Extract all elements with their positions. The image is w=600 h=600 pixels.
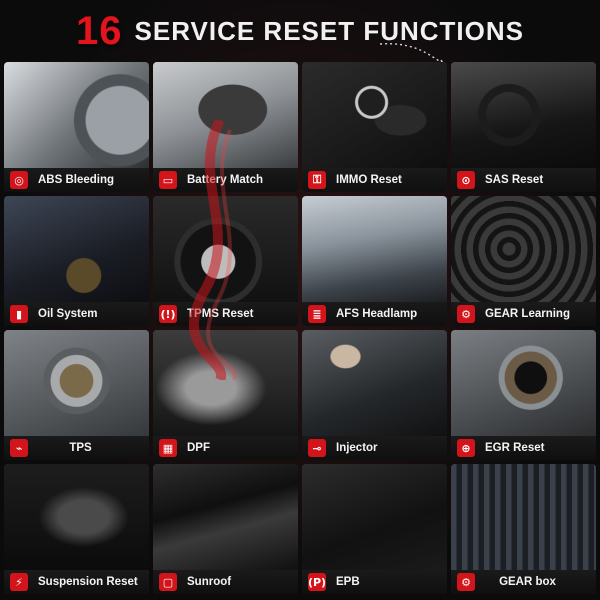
tile-label: Sunroof (187, 576, 232, 588)
tile-label-bar: (P) EPB (302, 570, 447, 594)
tile-suspension-reset[interactable]: ⚡ Suspension Reset (4, 464, 149, 594)
tile-epb[interactable]: (P) EPB (302, 464, 447, 594)
tile-label: GEAR Learning (485, 308, 570, 320)
tile-label-bar: ⌁ TPS (4, 436, 149, 460)
functions-grid: ◎ ABS Bleeding ▭ Battery Match ⚿ IMMO Re… (4, 62, 596, 596)
gears-image (451, 196, 596, 302)
tile-label-bar: ⊸ Injector (302, 436, 447, 460)
tire-image (153, 196, 298, 302)
tile-gear-box[interactable]: ⚙ GEAR box (451, 464, 596, 594)
oil-can-icon: ▮ (10, 305, 28, 323)
suspension-image (4, 464, 149, 570)
tile-label: IMMO Reset (336, 174, 402, 186)
tile-afs-headlamp[interactable]: ≣ AFS Headlamp (302, 196, 447, 326)
tile-label-bar: ◎ ABS Bleeding (4, 168, 149, 192)
tile-label: Suspension Reset (38, 576, 138, 588)
tile-label-bar: (!) TPMS Reset (153, 302, 298, 326)
sunroof-image (153, 464, 298, 570)
tile-label: TPS (69, 442, 92, 454)
tile-immo-reset[interactable]: ⚿ IMMO Reset (302, 62, 447, 192)
tile-label-bar: ▢ Sunroof (153, 570, 298, 594)
tile-label-bar: ⚙ GEAR Learning (451, 302, 596, 326)
throttle-body-image (4, 330, 149, 436)
tile-label: Battery Match (187, 174, 264, 186)
battery-icon: ▭ (159, 171, 177, 189)
gearbox-image (451, 464, 596, 570)
injector-icon: ⊸ (308, 439, 326, 457)
injector-image (302, 330, 447, 436)
tile-oil-system[interactable]: ▮ Oil System (4, 196, 149, 326)
headlamp-icon: ≣ (308, 305, 326, 323)
tile-battery-match[interactable]: ▭ Battery Match (153, 62, 298, 192)
tile-tps[interactable]: ⌁ TPS (4, 330, 149, 460)
parking-brake-icon: (P) (308, 573, 326, 591)
tile-label: TPMS Reset (187, 308, 254, 320)
tile-abs-bleeding[interactable]: ◎ ABS Bleeding (4, 62, 149, 192)
headlamp-image (302, 196, 447, 302)
tile-label: GEAR box (499, 576, 556, 588)
steering-wheel-icon: ⊙ (457, 171, 475, 189)
sunroof-icon: ▢ (159, 573, 177, 591)
throttle-icon: ⌁ (10, 439, 28, 457)
egr-icon: ⊕ (457, 439, 475, 457)
page-title: SERVICE RESET FUNCTIONS (134, 15, 524, 46)
car-key-image (302, 62, 447, 168)
abs-brake-image (4, 62, 149, 168)
tile-label-bar: ⚿ IMMO Reset (302, 168, 447, 192)
egr-valve-image (451, 330, 596, 436)
tile-label-bar: ⊕ EGR Reset (451, 436, 596, 460)
tile-tpms-reset[interactable]: (!) TPMS Reset (153, 196, 298, 326)
tile-label-bar: ⊙ SAS Reset (451, 168, 596, 192)
tile-label-bar: ≣ AFS Headlamp (302, 302, 447, 326)
oil-pour-image (4, 196, 149, 302)
tile-label: Oil System (38, 308, 98, 320)
tile-label: AFS Headlamp (336, 308, 418, 320)
tile-label: Injector (336, 442, 378, 454)
tile-injector[interactable]: ⊸ Injector (302, 330, 447, 460)
tile-label-bar: ▭ Battery Match (153, 168, 298, 192)
tire-pressure-icon: (!) (159, 305, 177, 323)
tile-label-bar: ⚙ GEAR box (451, 570, 596, 594)
tile-sas-reset[interactable]: ⊙ SAS Reset (451, 62, 596, 192)
tile-label-bar: ▦ DPF (153, 436, 298, 460)
tile-label: EGR Reset (485, 442, 545, 454)
exhaust-smoke-image (153, 330, 298, 436)
parking-brake-image (302, 464, 447, 570)
tile-label-bar: ▮ Oil System (4, 302, 149, 326)
gear-icon: ⚙ (457, 305, 475, 323)
dpf-icon: ▦ (159, 439, 177, 457)
battery-image (153, 62, 298, 168)
tile-label-bar: ⚡ Suspension Reset (4, 570, 149, 594)
tile-label: EPB (336, 576, 360, 588)
tile-gear-learning[interactable]: ⚙ GEAR Learning (451, 196, 596, 326)
tile-dpf[interactable]: ▦ DPF (153, 330, 298, 460)
function-count: 16 (76, 8, 123, 53)
tile-egr-reset[interactable]: ⊕ EGR Reset (451, 330, 596, 460)
suspension-icon: ⚡ (10, 573, 28, 591)
tile-sunroof[interactable]: ▢ Sunroof (153, 464, 298, 594)
gearbox-icon: ⚙ (457, 573, 475, 591)
abs-icon: ◎ (10, 171, 28, 189)
tile-label: ABS Bleeding (38, 174, 115, 186)
header: 16 SERVICE RESET FUNCTIONS (0, 0, 600, 62)
steering-wheel-image (451, 62, 596, 168)
tile-label: SAS Reset (485, 174, 544, 186)
key-car-icon: ⚿ (308, 171, 326, 189)
tile-label: DPF (187, 442, 210, 454)
